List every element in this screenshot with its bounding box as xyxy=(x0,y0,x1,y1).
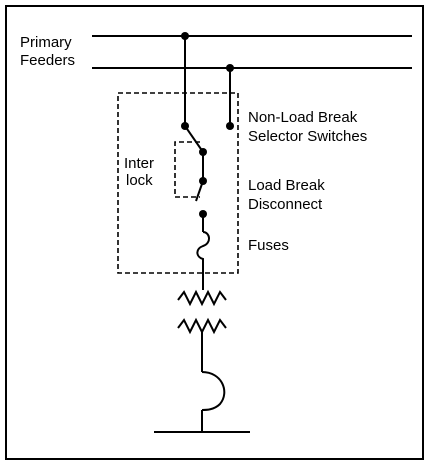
label-primary: Primary xyxy=(20,34,72,51)
label-selector-switches: Selector Switches xyxy=(248,128,367,145)
label-feeders: Feeders xyxy=(20,52,75,69)
label-inter: Inter xyxy=(124,155,154,172)
label-fuses: Fuses xyxy=(248,237,289,254)
outer-frame xyxy=(5,5,424,460)
label-load-break: Load Break xyxy=(248,177,325,194)
label-non-load-break: Non-Load Break xyxy=(248,109,358,126)
disconnect-blade xyxy=(195,180,204,202)
label-disconnect: Disconnect xyxy=(248,196,323,213)
interlock-bracket xyxy=(174,141,200,198)
transformer-secondary-winding xyxy=(177,317,227,335)
load-arc xyxy=(201,371,226,411)
transformer-primary-winding xyxy=(177,289,227,307)
label-lock: lock xyxy=(126,172,153,189)
selector-switch-blade xyxy=(184,125,204,153)
fuse-symbol xyxy=(196,231,210,290)
selector-contact-right xyxy=(226,122,234,130)
switchgear-enclosure xyxy=(117,92,239,274)
